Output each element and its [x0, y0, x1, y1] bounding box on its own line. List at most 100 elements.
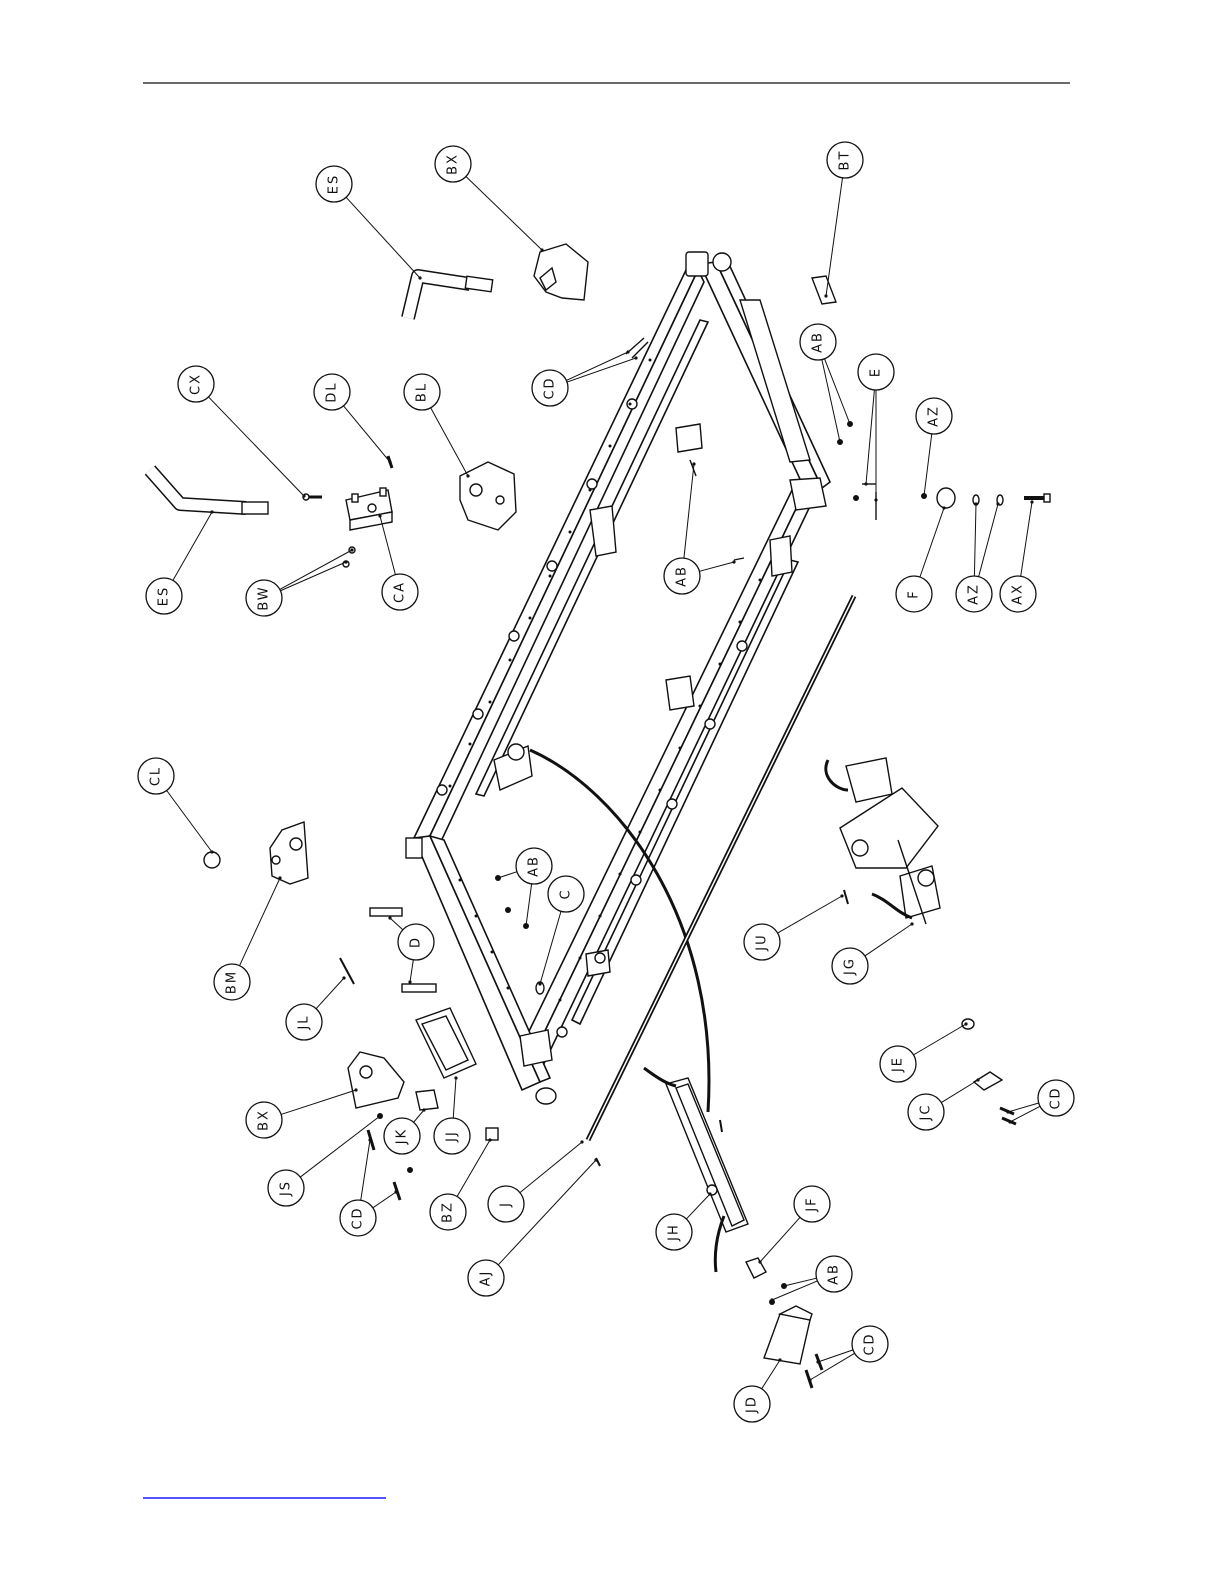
callout-ju: JU — [744, 894, 844, 960]
fasteners-ab-center — [495, 875, 529, 929]
leader-line — [826, 178, 843, 296]
leader-arrowhead — [422, 1108, 425, 1111]
leader-arrowhead — [454, 1076, 457, 1079]
parts-az-f-ax — [921, 488, 1050, 508]
callout-label: AB — [675, 565, 690, 587]
callout-label: DL — [325, 381, 340, 402]
callout-ax: AX — [1000, 500, 1036, 612]
leader-arrowhead — [922, 494, 925, 497]
callout-jj: JJ — [434, 1076, 470, 1154]
cover-bm — [270, 822, 308, 884]
callout-dl: DL — [314, 374, 392, 464]
callout-label: CD — [1049, 1086, 1064, 1109]
callout-label: C — [559, 888, 574, 899]
leader-line — [410, 960, 413, 982]
callout-label: BX — [446, 153, 461, 175]
callout-label: BX — [257, 1109, 272, 1131]
leader-arrowhead — [824, 294, 827, 297]
leader-arrowhead — [388, 916, 391, 919]
leader-arrowhead — [942, 506, 945, 509]
leader-arrowhead — [976, 1078, 979, 1081]
callout-js: JS — [268, 1114, 382, 1206]
callout-label: AZ — [927, 405, 942, 427]
callout-ab-top-right: AB — [800, 324, 852, 444]
leader-arrowhead — [708, 1192, 711, 1195]
leader-arrowhead — [210, 850, 213, 853]
leader-arrowhead — [350, 548, 353, 551]
callout-jd: JD — [734, 1358, 782, 1422]
pins-e — [853, 484, 876, 520]
leader-arrowhead — [758, 1260, 761, 1263]
part-je — [962, 1019, 974, 1029]
leader-line — [431, 408, 468, 476]
leader-arrowhead — [770, 1298, 773, 1301]
callout-f: F — [896, 506, 946, 612]
leader-line — [173, 512, 212, 580]
callout-cd-bottom-left: CD — [340, 1138, 398, 1236]
leader-line — [979, 504, 998, 577]
leader-line — [566, 352, 628, 380]
leader-line — [784, 1278, 816, 1286]
leader-line — [300, 1116, 380, 1177]
leader-line — [373, 1192, 396, 1208]
leader-line — [1008, 1103, 1039, 1112]
callout-cl: CL — [138, 758, 214, 854]
leader-arrowhead — [864, 482, 867, 485]
callout-label: JH — [667, 1223, 682, 1242]
leader-arrowhead — [848, 422, 851, 425]
callout-label: AB — [827, 1263, 842, 1285]
leader-line — [414, 1110, 424, 1122]
screw-ju-lower — [720, 1120, 722, 1132]
callout-cd-bottom-right: CD — [808, 1326, 888, 1382]
callout-je: JE — [880, 1022, 968, 1082]
callout-label: JC — [919, 1104, 934, 1122]
callout-label: CD — [543, 376, 558, 399]
cover-bl — [460, 462, 516, 530]
controller-jj — [416, 1008, 476, 1078]
callout-cd-right: CD — [1006, 1080, 1074, 1124]
leader-arrowhead — [816, 1360, 819, 1363]
leader-line — [453, 1078, 456, 1118]
callout-bl: BL — [404, 374, 470, 478]
callout-label: JG — [843, 957, 858, 976]
callout-label: ES — [157, 586, 172, 606]
bed-frame — [406, 252, 830, 1104]
callout-label: JJ — [445, 1130, 460, 1143]
callout-label: CX — [189, 373, 204, 395]
leader-arrowhead — [910, 922, 913, 925]
callout-label: BL — [415, 382, 430, 402]
leader-arrowhead — [496, 876, 499, 879]
leader-line — [466, 177, 542, 250]
callout-label: JS — [279, 1180, 294, 1197]
leader-arrowhead — [538, 982, 541, 985]
callout-az-bottom: AZ — [956, 502, 1000, 612]
callout-bt: BT — [824, 142, 863, 298]
leader-line — [760, 1217, 800, 1262]
leader-line — [280, 550, 352, 589]
leader-line — [498, 872, 517, 878]
callout-jg: JG — [832, 922, 914, 984]
leader-arrowhead — [408, 980, 411, 983]
leader-line — [865, 924, 912, 956]
block-bz — [486, 1128, 498, 1140]
leader-line — [914, 1024, 966, 1055]
leader-arrowhead — [354, 1088, 357, 1091]
plate-jk — [416, 1090, 438, 1110]
callout-label: CD — [351, 1206, 366, 1229]
leader-arrowhead — [368, 1138, 371, 1141]
handle-es-top — [408, 276, 493, 318]
leader-arrowhead — [394, 1190, 397, 1193]
callout-label: BT — [838, 150, 853, 171]
leader-arrowhead — [540, 248, 543, 251]
leader-line — [920, 508, 944, 577]
callout-bx-top: BX — [435, 146, 544, 252]
cover-bx-bottom — [348, 1052, 404, 1108]
cap-cl — [204, 852, 220, 868]
leader-line — [762, 1360, 780, 1389]
callout-label: JE — [891, 1056, 906, 1073]
leader-line — [240, 878, 280, 966]
callout-label: AZ — [967, 583, 982, 605]
callout-cx: CX — [178, 366, 306, 498]
callout-label: JL — [297, 1014, 312, 1030]
